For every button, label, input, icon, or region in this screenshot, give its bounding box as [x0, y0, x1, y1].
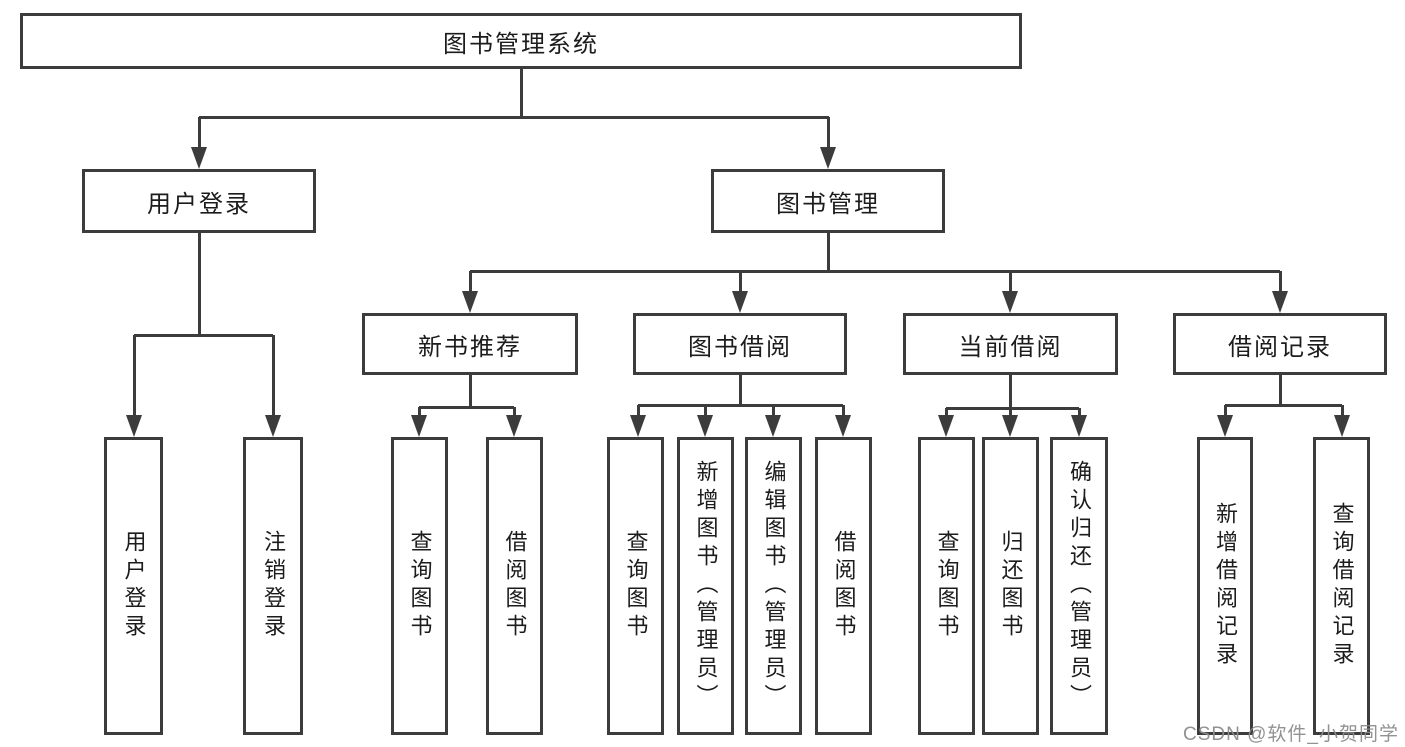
node-leaf-user-login: 用户登录: [104, 437, 163, 735]
node-label-leaf-borrow-books-2: 借阅图书: [831, 530, 857, 642]
node-leaf-borrow-books-2: 借阅图书: [815, 437, 872, 735]
node-label-leaf-query-books-3: 查询图书: [934, 530, 960, 642]
arrowhead-icon: [834, 415, 851, 440]
arrow-line-10: [636, 405, 640, 415]
node-leaf-query-books-2: 查询图书: [607, 437, 664, 735]
node-label-leaf-add-borrow-record: 新增借阅记录: [1213, 502, 1238, 670]
arrow-line-7: [1278, 271, 1282, 291]
arrowhead-icon: [764, 415, 781, 440]
arrow-line-11: [703, 405, 707, 415]
node-book-mgmt: 图书管理: [711, 169, 945, 233]
arrow-line-8: [417, 407, 421, 415]
node-leaf-return-books: 归还图书: [982, 437, 1039, 735]
arrowhead-icon: [937, 415, 954, 440]
arrow-line-5: [738, 271, 742, 291]
arrowhead-icon: [731, 291, 748, 316]
arrow-line-1: [826, 117, 830, 147]
arrowhead-icon: [1001, 291, 1018, 316]
arrowhead-icon: [1333, 415, 1350, 440]
node-leaf-query-borrow-record: 查询借阅记录: [1313, 437, 1370, 735]
arrowhead-icon: [1271, 291, 1288, 316]
node-label-leaf-add-books: 新增图书（管理员）: [693, 460, 719, 712]
node-label-leaf-user-login: 用户登录: [121, 530, 147, 642]
node-label-leaf-query-books-2: 查询图书: [623, 530, 649, 642]
connector-segment-5: [470, 269, 1280, 273]
connector-segment-11: [946, 406, 1079, 410]
connector-segment-1: [199, 115, 829, 119]
connector-segment-7: [419, 405, 514, 409]
node-user-login: 用户登录: [82, 169, 316, 233]
arrowhead-icon: [264, 415, 281, 440]
connector-segment-10: [1008, 375, 1012, 409]
node-label-current-borrow: 当前借阅: [958, 333, 1063, 361]
arrow-line-12: [771, 405, 775, 415]
node-borrow-records: 借阅记录: [1173, 313, 1387, 375]
connector-segment-12: [1278, 375, 1282, 406]
connector-segment-4: [826, 233, 830, 272]
arrowhead-icon: [1001, 415, 1018, 440]
arrow-line-0: [197, 117, 201, 147]
node-label-leaf-edit-books: 编辑图书（管理员）: [761, 460, 787, 712]
node-leaf-query-books-3: 查询图书: [918, 437, 975, 735]
arrowhead-icon: [1216, 415, 1233, 440]
node-label-borrow-records: 借阅记录: [1228, 333, 1332, 361]
node-label-leaf-confirm-return: 确认归还（管理员）: [1067, 460, 1092, 712]
arrowhead-icon: [461, 291, 478, 316]
node-leaf-confirm-return: 确认归还（管理员）: [1050, 437, 1108, 735]
node-label-leaf-return-books: 归还图书: [998, 530, 1024, 642]
arrow-line-18: [1340, 405, 1344, 415]
arrow-line-3: [271, 335, 275, 415]
connector-segment-0: [519, 69, 523, 118]
arrowhead-icon: [125, 415, 142, 440]
node-book-borrow: 图书借阅: [633, 313, 847, 375]
node-label-leaf-query-books-1: 查询图书: [407, 530, 433, 642]
connector-segment-8: [738, 375, 742, 406]
node-label-leaf-borrow-books-1: 借阅图书: [502, 530, 528, 642]
arrow-line-15: [1008, 408, 1012, 415]
node-label-leaf-query-borrow-record: 查询借阅记录: [1329, 502, 1355, 670]
connector-segment-9: [638, 403, 843, 407]
node-label-new-book-rec: 新书推荐: [418, 333, 522, 361]
node-leaf-query-books-1: 查询图书: [391, 437, 448, 735]
arrow-line-4: [468, 271, 472, 291]
node-leaf-logout: 注销登录: [243, 437, 303, 735]
connector-segment-2: [197, 233, 201, 336]
node-label-user-login: 用户登录: [147, 190, 251, 218]
node-label-root: 图书管理系统: [443, 30, 599, 58]
arrowhead-icon: [410, 415, 427, 440]
connector-segment-6: [468, 375, 472, 408]
node-leaf-add-borrow-record: 新增借阅记录: [1197, 437, 1253, 735]
node-label-book-borrow: 图书借阅: [688, 333, 792, 361]
arrow-line-14: [944, 408, 948, 415]
arrowhead-icon: [629, 415, 646, 440]
node-label-book-mgmt: 图书管理: [776, 190, 880, 218]
connector-segment-3: [134, 333, 273, 337]
node-leaf-edit-books: 编辑图书（管理员）: [745, 437, 802, 735]
node-label-leaf-logout: 注销登录: [261, 530, 286, 642]
arrow-line-16: [1077, 408, 1081, 415]
node-new-book-rec: 新书推荐: [362, 313, 578, 375]
connector-segment-13: [1225, 403, 1342, 407]
node-leaf-borrow-books-1: 借阅图书: [486, 437, 543, 735]
arrowhead-icon: [819, 147, 836, 172]
arrowhead-icon: [190, 147, 207, 172]
arrow-line-17: [1223, 405, 1227, 415]
arrow-line-13: [841, 405, 845, 415]
csdn-watermark: CSDN @软件_小贺同学: [1183, 724, 1399, 745]
node-leaf-add-books: 新增图书（管理员）: [677, 437, 734, 735]
arrowhead-icon: [696, 415, 713, 440]
node-root: 图书管理系统: [20, 13, 1022, 69]
arrowhead-icon: [505, 415, 522, 440]
arrow-line-2: [132, 335, 136, 415]
arrow-line-6: [1008, 271, 1012, 291]
arrow-line-9: [512, 407, 516, 415]
node-current-borrow: 当前借阅: [903, 313, 1118, 375]
arrowhead-icon: [1070, 415, 1087, 440]
